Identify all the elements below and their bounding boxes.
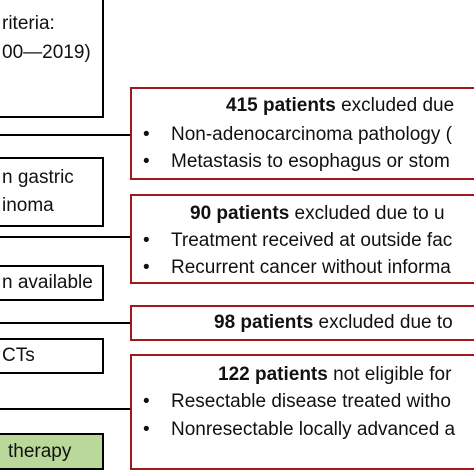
exclusion-1-reason: excluded due (335, 95, 455, 116)
cts-label: CTs (2, 345, 35, 366)
exclusion-4-bullet-1-text: Resectable disease treated witho (171, 391, 451, 412)
exclusion-2-header: 90 patients excluded due to u (190, 203, 445, 225)
exclusion-1-bullet-1-text: Non-adenocarcinoma pathology ( (171, 124, 452, 145)
exclusion-3-count: 98 patients (214, 312, 314, 333)
bullet-icon: • (143, 230, 150, 251)
exclusion-box-3 (130, 305, 474, 341)
exclusion-2-reason: excluded due to u (289, 203, 445, 224)
exclusion-box-2 (130, 194, 474, 284)
bullet-icon: • (143, 419, 150, 440)
bullet-icon: • (143, 124, 150, 145)
criteria-box (0, 0, 104, 118)
available-label: n available (2, 272, 93, 293)
exclusion-2-bullet-1: • Treatment received at outside fac (143, 230, 452, 252)
exclusion-3-reason: excluded due to (313, 312, 453, 333)
exclusion-2-bullet-2-text: Recurrent cancer without informa (171, 257, 451, 278)
connector-line-4 (0, 408, 130, 410)
connector-line-3 (0, 322, 130, 324)
exclusion-1-header: 415 patients excluded due (226, 95, 454, 117)
exclusion-1-bullet-1: • Non-adenocarcinoma pathology ( (143, 124, 452, 146)
exclusion-2-bullet-2: • Recurrent cancer without informa (143, 257, 451, 279)
bullet-icon: • (143, 391, 150, 412)
exclusion-1-count: 415 patients (226, 95, 336, 116)
criteria-line-2: 00—2019) (2, 42, 91, 63)
connector-line-1 (0, 134, 130, 136)
exclusion-box-4 (130, 354, 474, 470)
exclusion-2-bullet-1-text: Treatment received at outside fac (171, 230, 453, 251)
connector-line-2 (0, 236, 130, 238)
gastric-line-2: inoma (2, 195, 54, 216)
exclusion-4-count: 122 patients (218, 364, 328, 385)
therapy-box (0, 433, 104, 470)
exclusion-4-bullet-2: • Nonresectable locally advanced a (143, 419, 455, 441)
exclusion-4-bullet-2-text: Nonresectable locally advanced a (171, 419, 456, 440)
criteria-line-1: riteria: (2, 13, 55, 34)
gastric-line-1: n gastric (2, 167, 74, 188)
exclusion-4-header: 122 patients not eligible for (218, 364, 451, 386)
cts-box (0, 338, 104, 374)
gastric-box (0, 157, 104, 227)
exclusion-2-count: 90 patients (190, 203, 290, 224)
exclusion-4-bullet-1: • Resectable disease treated witho (143, 391, 451, 413)
therapy-label: therapy (8, 441, 72, 462)
exclusion-1-bullet-2-text: Metastasis to esophagus or stom (171, 151, 450, 172)
bullet-icon: • (143, 151, 150, 172)
exclusion-1-bullet-2: • Metastasis to esophagus or stom (143, 151, 450, 173)
bullet-icon: • (143, 257, 150, 278)
exclusion-box-1 (130, 87, 474, 180)
exclusion-4-reason: not eligible for (327, 364, 452, 385)
available-box (0, 265, 104, 301)
exclusion-3-header: 98 patients excluded due to (214, 312, 453, 334)
